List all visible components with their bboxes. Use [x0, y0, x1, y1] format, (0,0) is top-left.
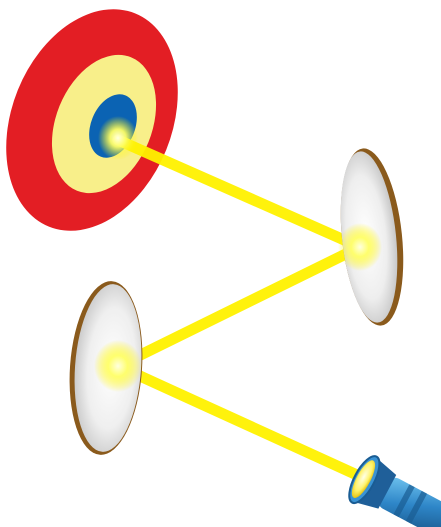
mirror-lower-left [64, 279, 148, 458]
mirror-lower-glow [94, 340, 142, 392]
light-beam [118, 140, 368, 480]
target-hit-glow [98, 116, 138, 160]
beam-flashlight-to-lower-mirror [118, 366, 368, 480]
beam-lower-mirror-to-upper-mirror [118, 247, 360, 366]
flashlight [343, 452, 441, 527]
beam-upper-mirror-to-target [118, 140, 360, 247]
mirror-upper-glow [338, 223, 382, 271]
mirror-upper-right [333, 145, 411, 328]
